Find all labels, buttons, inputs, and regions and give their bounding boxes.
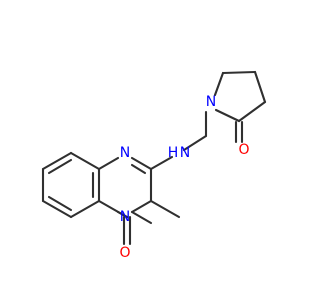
atom-label-oxygen: O <box>238 142 249 158</box>
bond <box>69 151 101 171</box>
bond <box>182 134 208 152</box>
bond <box>149 199 181 219</box>
bond <box>214 108 241 123</box>
bond <box>130 156 153 171</box>
bond <box>130 210 153 225</box>
bond <box>221 70 257 75</box>
atom-label-hydrogen: H <box>168 145 179 161</box>
atom-label-nitrogen: N <box>120 209 130 225</box>
bond <box>47 195 73 212</box>
bond <box>97 199 129 219</box>
bond <box>41 199 73 219</box>
bond <box>149 155 174 171</box>
bond <box>253 70 267 104</box>
bond <box>69 199 101 219</box>
bond <box>47 158 73 175</box>
bond <box>130 163 147 175</box>
molecule-structure-diagram: N N N H N O O <box>41 70 267 261</box>
bond <box>97 156 120 171</box>
bond <box>237 100 267 123</box>
atom-labels: N N N H N O O <box>119 94 249 261</box>
bond <box>213 71 225 97</box>
atom-label-oxygen: O <box>119 245 130 261</box>
bond <box>130 199 153 214</box>
atom-label-nitrogen: N <box>206 94 216 110</box>
atom-label-nitrogen: N <box>180 145 190 161</box>
atom-label-nitrogen: N <box>120 145 130 161</box>
bond <box>41 151 73 171</box>
bonds <box>41 70 267 246</box>
